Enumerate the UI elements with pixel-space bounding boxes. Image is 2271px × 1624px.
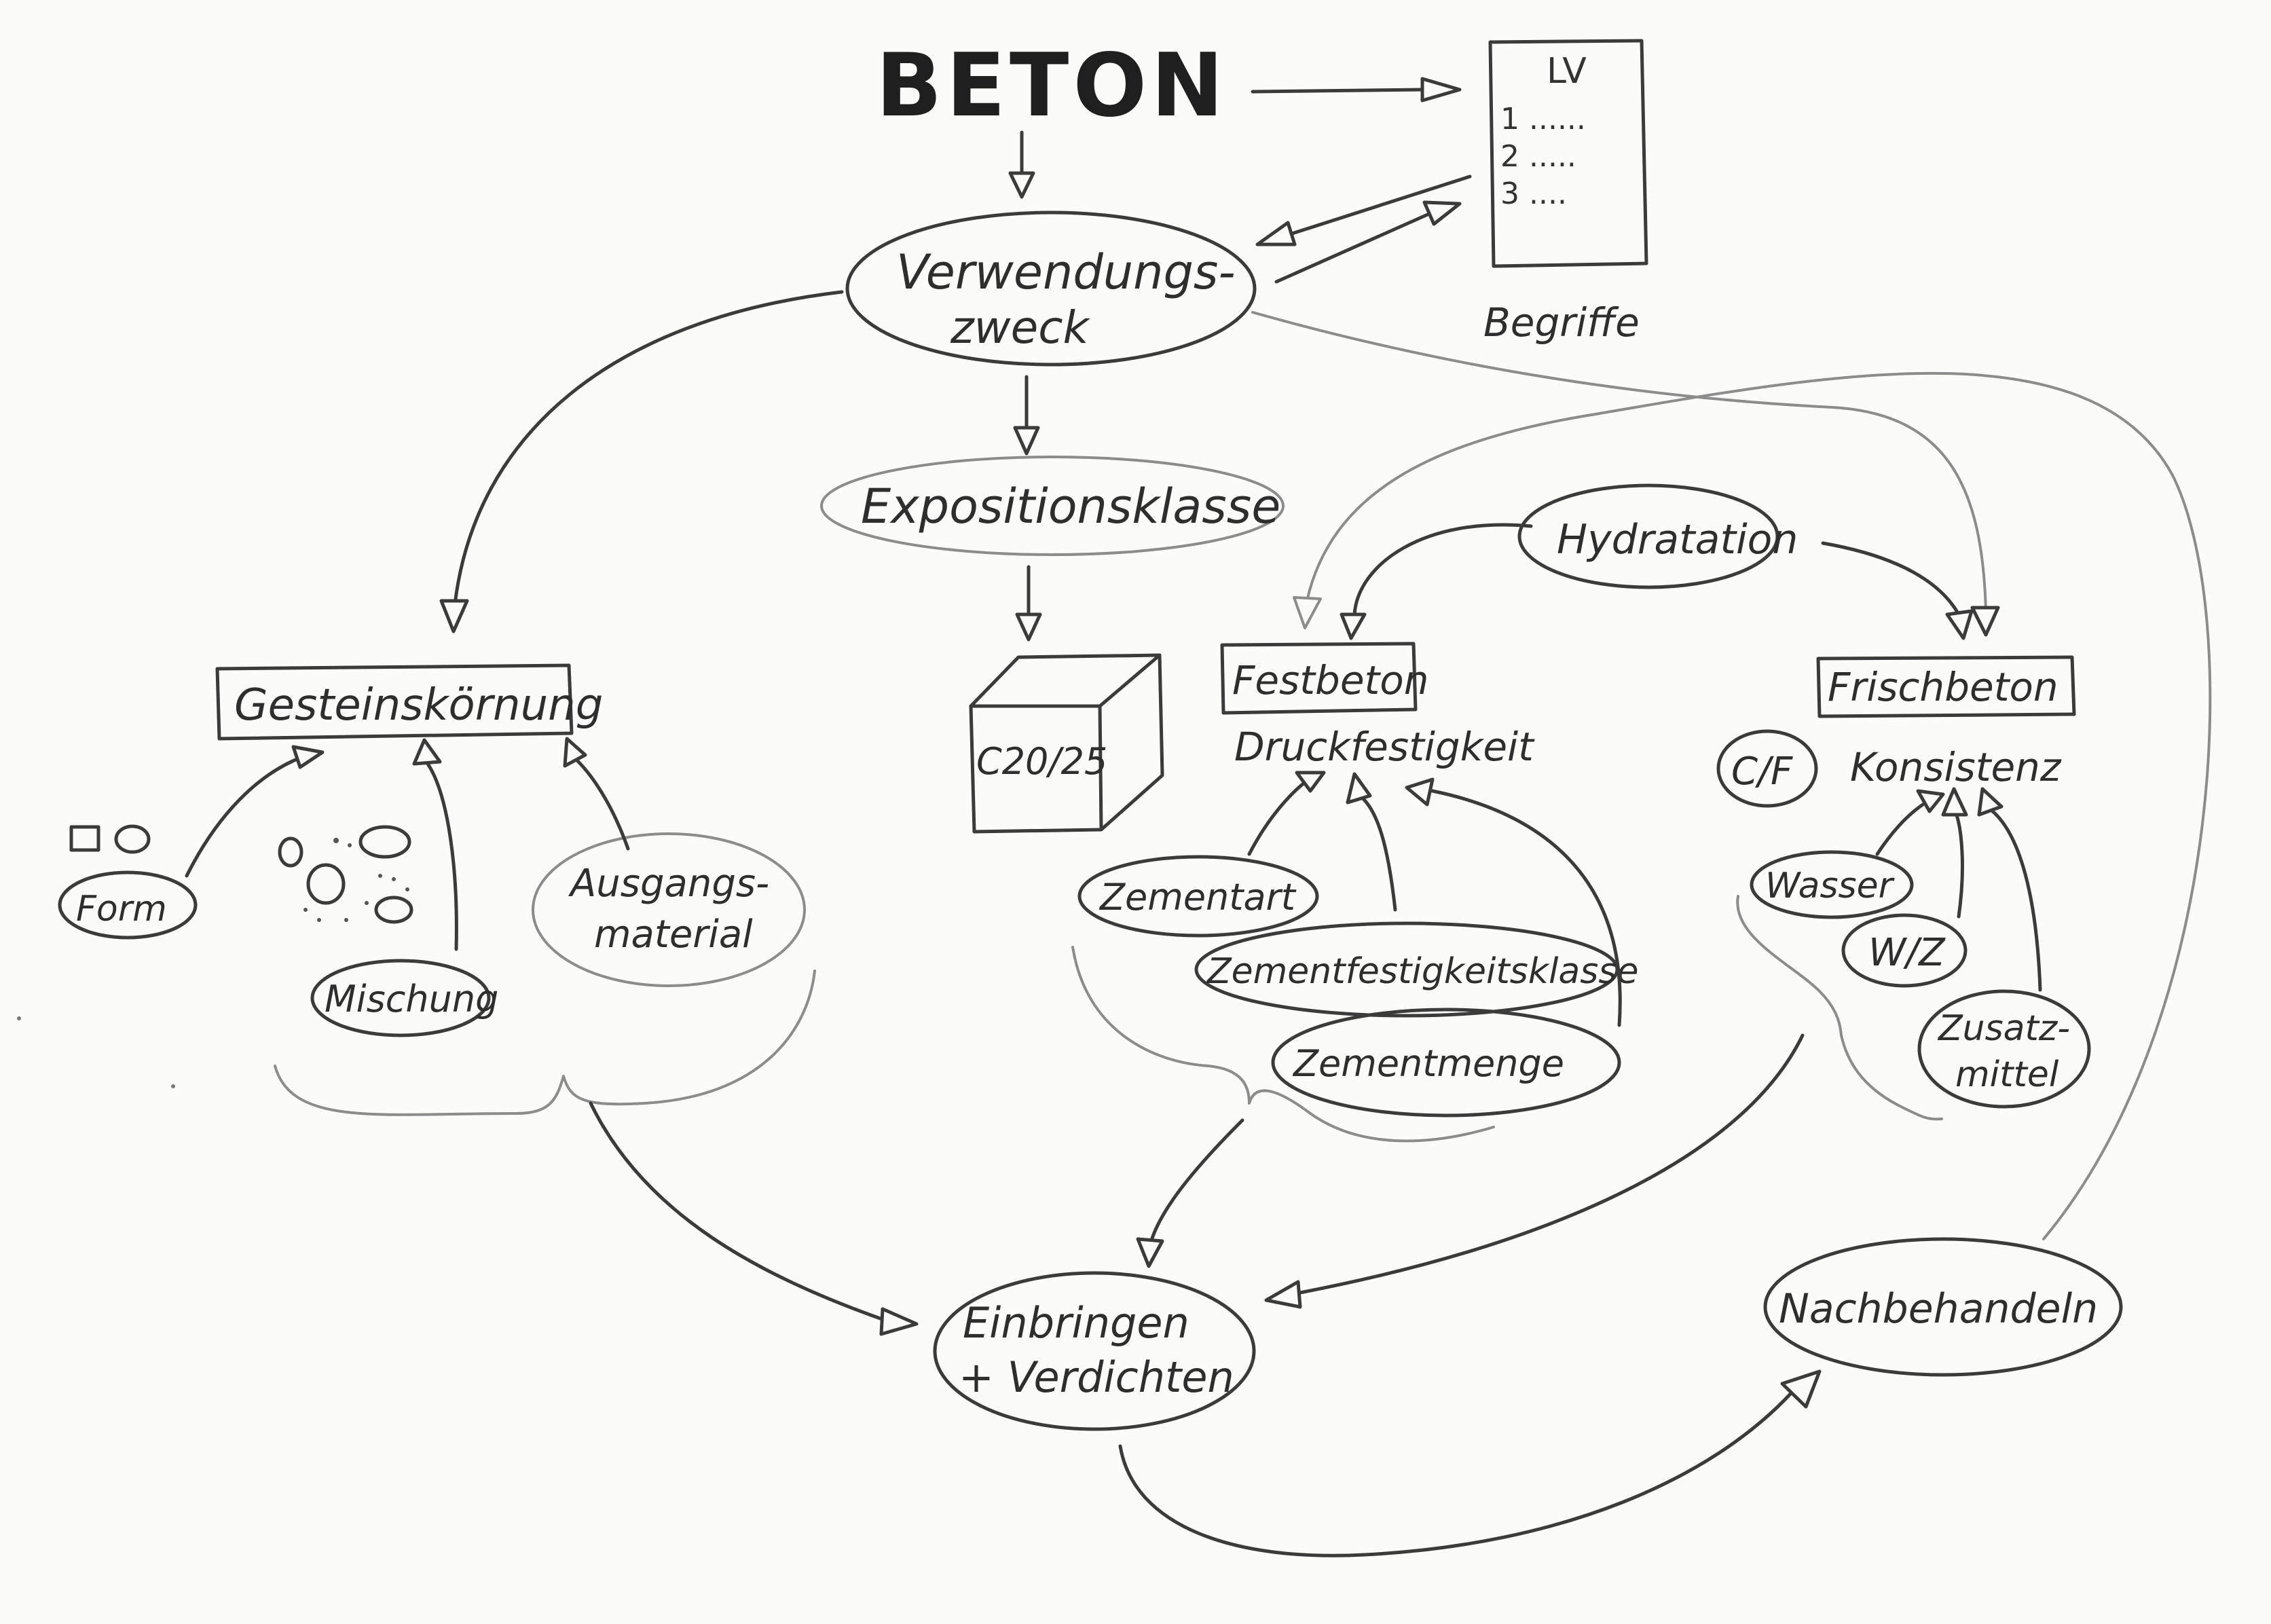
arrow-expositionsklasse-to-cube [1015,565,1042,642]
arrow-einbringen-to-nachbehandeln [1118,1369,1822,1557]
wz-label: W/Z [1868,931,1946,975]
ausgangsmaterial-node: Ausgangs- material [532,832,806,987]
arrow-wz-to-konsistenz [1941,787,1968,919]
arrow-beton-to-lv [1251,77,1462,103]
wz-node: W/Z [1841,913,1968,988]
zementmenge-node: Zementmenge [1271,1008,1621,1118]
zusatzmittel-line1: Zusatz- [1937,1008,2070,1049]
gesteinskornung-node: Gesteinskörnung [215,663,603,741]
mischung-label: Mischung [325,978,498,1020]
arrow-zusatzmittel-to-konsistenz [1977,787,2042,992]
zusatzmittel-line2: mittel [1955,1054,2059,1095]
festbeton-node: Festbeton [1220,642,1429,715]
cube-label: C20/25 [976,740,1107,783]
arrow-mischung-to-gesteinskornung [412,738,458,951]
hydratation-label: Hydratation [1557,516,1798,564]
arrow-hydratation-to-festbeton [1340,523,1533,640]
arrow-hydratation-to-frischbeton [1821,541,1974,640]
nachbehandeln-label: Nachbehandeln [1779,1285,2098,1333]
ausgangsmaterial-line2: material [594,912,753,957]
brace-festbeton-group [1071,946,1495,1143]
arrow-form-to-gesteinskornung [185,745,325,878]
frischbeton-node: Frischbeton [1816,655,2076,718]
ausgangsmaterial-line1: Ausgangs- [568,862,769,906]
verwendungszweck-line1: Verwendungs- [896,244,1236,300]
stray-mark [17,1016,21,1020]
arrow-lv-to-verwendungszweck [1255,174,1472,246]
lv-item-1: 1 ...... [1500,102,1586,136]
lv-item-3: 3 .... [1500,177,1567,211]
arrow-nachbehandeln-to-festbeton [1293,371,2212,1240]
lv-caption: Begriffe [1483,299,1640,346]
verwendungszweck-line2: zweck [950,301,1091,354]
arrow-zementfestigkeitsklasse-to-druckfestigkeit [1346,772,1397,912]
concrete-cube-icon: C20/25 [969,653,1164,834]
expositionsklasse-label: Expositionsklasse [861,479,1280,534]
frischbeton-label: Frischbeton [1828,664,2058,710]
einbringen-verdichten-node: Einbringen + Verdichten [933,1271,1256,1431]
zusatzmittel-node: Zusatz- mittel [1917,989,2091,1109]
druckfestigkeit-label: Druckfestigkeit [1234,724,1535,770]
gesteinskornung-label: Gesteinskörnung [234,680,603,731]
arrow-zementart-to-druckfestigkeit [1247,771,1326,856]
zementart-node: Zementart [1077,855,1319,938]
arrow-wasser-to-konsistenz [1875,789,1945,856]
mischung-node: Mischung [310,959,498,1037]
expositionsklasse-node: Expositionsklasse [820,456,1285,556]
arrow-ausgangsmaterial-to-gesteinskornung [563,737,630,851]
aggregate-pebbles-icon [278,825,413,924]
lv-heading: LV [1547,51,1587,92]
verwendungszweck-node: Verwendungs- zweck [845,210,1257,367]
cf-label: C/F [1731,750,1793,794]
arrow-beton-to-verwendungszweck [1008,130,1035,199]
lv-document: LV 1 ...... 2 ..... 3 .... [1488,39,1648,268]
zementart-label: Zementart [1098,876,1297,919]
brace-gesteinskornung-group [274,970,816,1116]
festbeton-label: Festbeton [1232,657,1429,703]
zementfestigkeitsklasse-label: Zementfestigkeitsklasse [1206,951,1638,992]
einbringen-line1: Einbringen [963,1298,1189,1348]
arrow-frischbeton-group-to-einbringen [1264,1033,1805,1309]
arrow-zementmenge-to-druckfestigkeit [1405,777,1622,1027]
form-node: Form [58,824,198,940]
arrow-verwendungszweck-to-frischbeton [1251,311,2000,637]
nachbehandeln-node: Nachbehandeln [1763,1237,2123,1377]
arrow-verwendungszweck-to-expositionsklasse [1013,375,1040,456]
zementfestigkeitsklasse-node: Zementfestigkeitsklasse [1194,921,1638,1018]
arrow-verwendungszweck-to-lv [1274,200,1462,284]
wasser-node: Wasser [1750,850,1914,919]
form-label: Form [76,889,167,929]
stray-mark [171,1084,175,1088]
konsistenz-label: Konsistenz [1850,744,2062,790]
hydratation-node: Hydratation [1517,483,1798,589]
brace-frischbeton-group [1736,895,1943,1121]
arrow-festbeton-group-to-einbringen [1136,1118,1244,1268]
title: BETON [876,35,1227,136]
cf-node: C/F [1716,729,1818,808]
zementmenge-label: Zementmenge [1292,1042,1564,1085]
lv-item-2: 2 ..... [1500,139,1576,174]
wasser-label: Wasser [1765,866,1896,906]
arrow-gesteinskornung-group-to-einbringen [589,1101,919,1336]
arrow-verwendungszweck-to-gesteinskornung [439,290,844,633]
einbringen-line2: + Verdichten [959,1352,1234,1402]
